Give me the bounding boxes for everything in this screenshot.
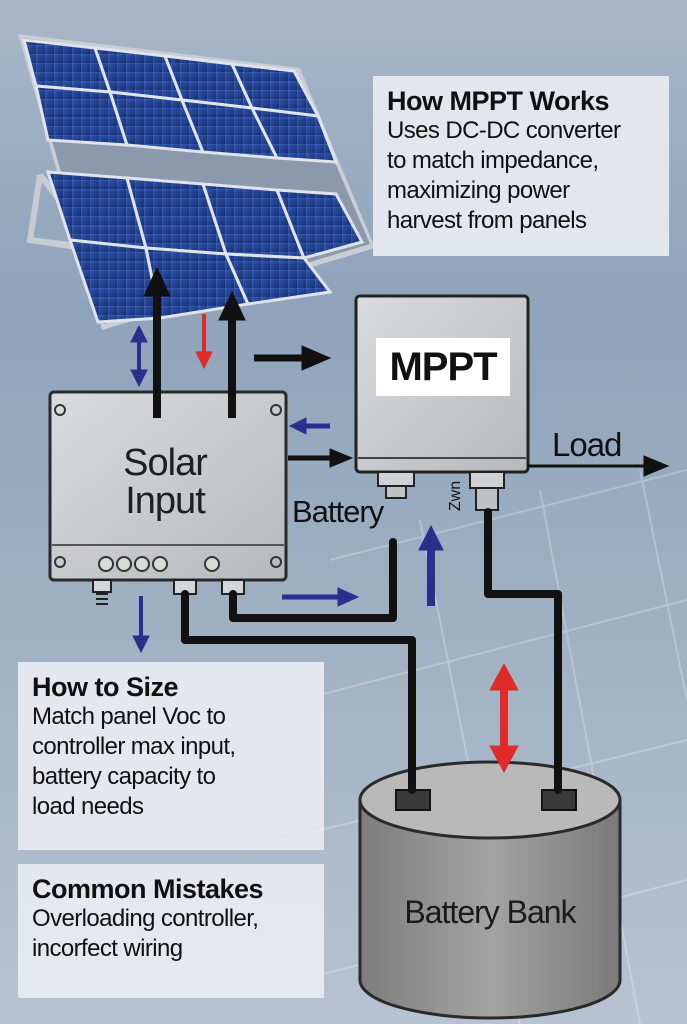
info-box-line: harvest from panels	[387, 207, 587, 234]
load-label: Load	[552, 426, 622, 463]
info-box-line: maximizing power	[387, 177, 570, 204]
info-box-line: battery capacity to	[32, 763, 216, 790]
power-flow-arrows	[143, 266, 670, 477]
info-box-title: How MPPT Works	[387, 86, 610, 116]
wiring	[181, 508, 562, 794]
indicator-lights	[98, 556, 220, 572]
info-box-line: Overloading controller,	[32, 905, 259, 932]
info-box-how-mppt-works: How MPPT Works Uses DC-DC converter to m…	[373, 76, 669, 256]
info-box-common-mistakes: Common Mistakes Overloading controller, …	[18, 864, 324, 998]
signal-arrows-blue	[130, 324, 444, 654]
mppt-terminal-mark: Zwn	[447, 480, 465, 512]
solar-input-label: Solar Input	[123, 442, 208, 522]
battery-bank-label: Battery Bank	[404, 894, 576, 930]
solar-input-enclosure	[48, 390, 288, 605]
info-box-how-to-size: How to Size Match panel Voc to controlle…	[18, 662, 324, 850]
info-box-line: Uses DC-DC converter	[387, 117, 621, 144]
battery-label: Battery	[292, 494, 384, 529]
info-box-line: incorfect wiring	[32, 935, 183, 962]
battery-bank	[358, 760, 622, 1020]
info-box-line: load needs	[32, 793, 144, 820]
mppt-controller	[354, 294, 530, 511]
info-box-title: Common Mistakes	[32, 874, 264, 904]
cable-glands	[92, 579, 245, 595]
signal-arrows-red	[195, 314, 519, 774]
info-box-line: Match panel Voc to	[32, 703, 226, 730]
mppt-label-plate: MPPT	[376, 338, 510, 396]
solar-panel-array	[18, 34, 375, 330]
info-box-line: to match impedance,	[387, 147, 599, 174]
mppt-label: MPPT	[389, 344, 497, 389]
info-box-line: controller max input,	[32, 733, 236, 760]
info-box-title: How to Size	[32, 672, 179, 702]
